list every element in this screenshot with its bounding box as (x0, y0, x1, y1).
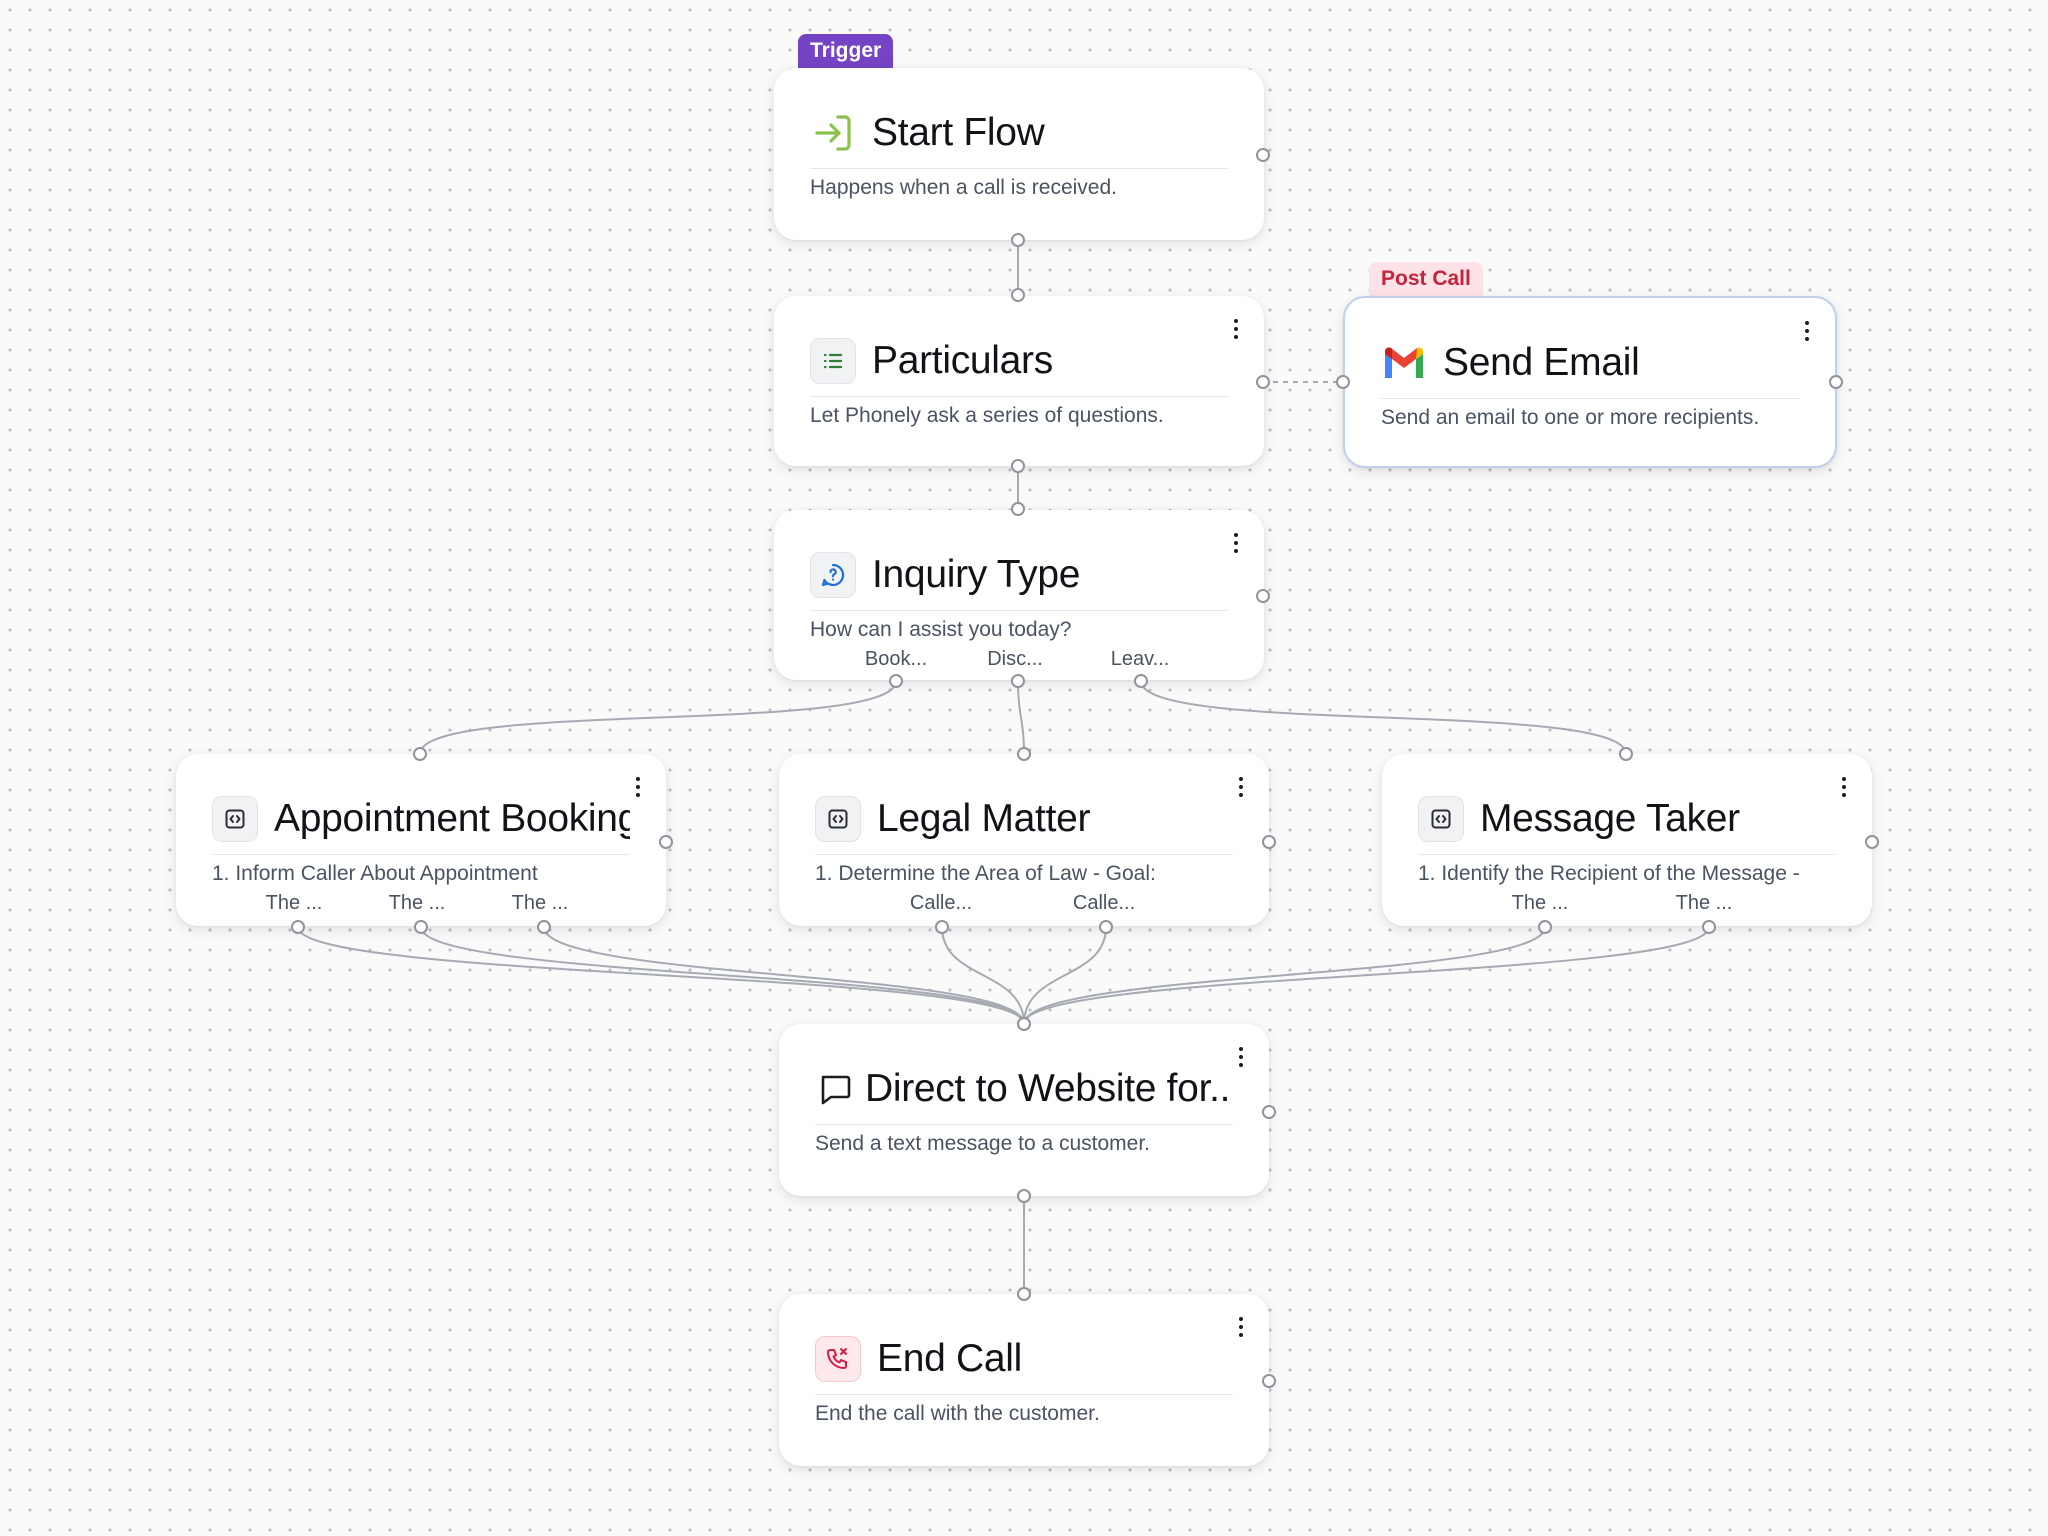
message-input-handle[interactable] (1619, 747, 1633, 761)
code-brackets-icon (815, 796, 861, 842)
appointment-output-handle-2[interactable] (414, 920, 428, 934)
node-title: Start Flow (872, 111, 1045, 154)
node-appointment-booking[interactable]: Appointment Booking 1. Inform Caller Abo… (176, 754, 666, 926)
inquiry-input-handle[interactable] (1011, 502, 1025, 516)
node-title: Inquiry Type (872, 553, 1081, 596)
question-bubble-icon (810, 552, 856, 598)
more-options-button[interactable] (1231, 1312, 1251, 1342)
node-description: Let Phonely ask a series of questions. (810, 404, 1164, 427)
trigger-badge: Trigger (798, 34, 894, 68)
more-options-button[interactable] (1797, 316, 1817, 346)
enter-arrow-icon (810, 110, 856, 156)
sms-output-handle-bottom[interactable] (1017, 1189, 1031, 1203)
node-send-sms[interactable]: Direct to Website for... Send a text mes… (779, 1024, 1269, 1196)
node-title: Send Email (1443, 341, 1640, 384)
chat-bubble-icon (815, 1066, 855, 1112)
node-description: Send a text message to a customer. (815, 1132, 1151, 1155)
edge-inquiry-appointment (419, 680, 897, 755)
edge-msg1-sms (1023, 926, 1546, 1025)
code-brackets-icon (1418, 796, 1464, 842)
more-options-button[interactable] (1226, 314, 1246, 344)
node-inquiry-type[interactable]: Inquiry Type How can I assist you today?… (774, 510, 1264, 680)
message-output-handle-1[interactable] (1538, 920, 1552, 934)
node-description: How can I assist you today? (810, 618, 1072, 641)
particulars-output-handle-bottom[interactable] (1011, 459, 1025, 473)
legal-output-handle-2[interactable] (1099, 920, 1113, 934)
node-title: Particulars (872, 339, 1053, 382)
node-particulars[interactable]: Particulars Let Phonely ask a series of … (774, 296, 1264, 466)
node-description: End the call with the customer. (815, 1402, 1100, 1425)
edge-inquiry-message (1140, 680, 1627, 755)
output-label: Disc... (987, 648, 1043, 670)
inquiry-output-handle-disc[interactable] (1011, 674, 1025, 688)
output-label: Book... (864, 648, 928, 670)
particulars-input-handle[interactable] (1011, 288, 1025, 302)
edge-legal1-sms (941, 926, 1025, 1025)
edge-inquiry-legal (1017, 680, 1025, 755)
output-label: The ... (1511, 892, 1569, 914)
sms-output-handle-right[interactable] (1262, 1105, 1276, 1119)
more-options-button[interactable] (1231, 772, 1251, 802)
output-label: The ... (265, 892, 323, 914)
output-label: Leav... (1110, 648, 1170, 670)
legal-input-handle[interactable] (1017, 747, 1031, 761)
legal-output-handle-right[interactable] (1262, 835, 1276, 849)
email-output-handle[interactable] (1829, 375, 1843, 389)
output-label: The ... (511, 892, 569, 914)
output-label: The ... (1675, 892, 1733, 914)
list-icon (810, 338, 856, 384)
message-output-handle-2[interactable] (1702, 920, 1716, 934)
post-call-badge: Post Call (1369, 262, 1483, 296)
more-options-button[interactable] (628, 772, 648, 802)
appointment-output-handle-3[interactable] (537, 920, 551, 934)
node-title: Direct to Website for... (865, 1067, 1233, 1110)
node-description: 1. Inform Caller About Appointment (212, 862, 538, 885)
node-end-call[interactable]: End Call End the call with the customer. (779, 1294, 1269, 1466)
more-options-button[interactable] (1231, 1042, 1251, 1072)
appointment-input-handle[interactable] (413, 747, 427, 761)
more-options-button[interactable] (1834, 772, 1854, 802)
node-description: 1. Determine the Area of Law - Goal: (815, 862, 1156, 885)
particulars-output-handle-right[interactable] (1256, 375, 1270, 389)
start-output-handle-right[interactable] (1256, 148, 1270, 162)
node-start-flow[interactable]: Start Flow Happens when a call is receiv… (774, 68, 1264, 240)
sms-input-handle[interactable] (1017, 1017, 1031, 1031)
inquiry-output-handle-leav[interactable] (1134, 674, 1148, 688)
node-description: Happens when a call is received. (810, 176, 1118, 199)
legal-output-handle-1[interactable] (935, 920, 949, 934)
inquiry-output-handle-book[interactable] (889, 674, 903, 688)
gmail-icon (1381, 340, 1427, 386)
message-output-handle-right[interactable] (1865, 835, 1879, 849)
appointment-output-handle-right[interactable] (659, 835, 673, 849)
inquiry-output-handle-right[interactable] (1256, 589, 1270, 603)
edge-appt1-sms (297, 926, 1025, 1025)
edge-legal2-sms (1023, 926, 1107, 1025)
node-title: Message Taker (1480, 797, 1740, 840)
edge-appt2-sms (420, 926, 1025, 1025)
node-message-taker[interactable]: Message Taker 1. Identify the Recipient … (1382, 754, 1872, 926)
node-title: End Call (877, 1337, 1023, 1380)
node-description: 1. Identify the Recipient of the Message… (1418, 862, 1800, 885)
output-label: The ... (388, 892, 446, 914)
edge-msg2-sms (1023, 926, 1710, 1025)
node-description: Send an email to one or more recipients. (1381, 406, 1760, 429)
more-options-button[interactable] (1226, 528, 1246, 558)
start-output-handle-bottom[interactable] (1011, 233, 1025, 247)
node-send-email[interactable]: Send Email Send an email to one or more … (1343, 296, 1837, 468)
appointment-output-handle-1[interactable] (291, 920, 305, 934)
output-label: Calle... (909, 892, 973, 914)
end-output-handle-right[interactable] (1262, 1374, 1276, 1388)
phone-hangup-icon (815, 1336, 861, 1382)
code-brackets-icon (212, 796, 258, 842)
node-legal-matter[interactable]: Legal Matter 1. Determine the Area of La… (779, 754, 1269, 926)
node-title: Legal Matter (877, 797, 1091, 840)
output-label: Calle... (1072, 892, 1136, 914)
email-input-handle[interactable] (1336, 375, 1350, 389)
edge-appt3-sms (543, 926, 1025, 1025)
end-input-handle[interactable] (1017, 1287, 1031, 1301)
node-title: Appointment Booking (274, 797, 630, 840)
